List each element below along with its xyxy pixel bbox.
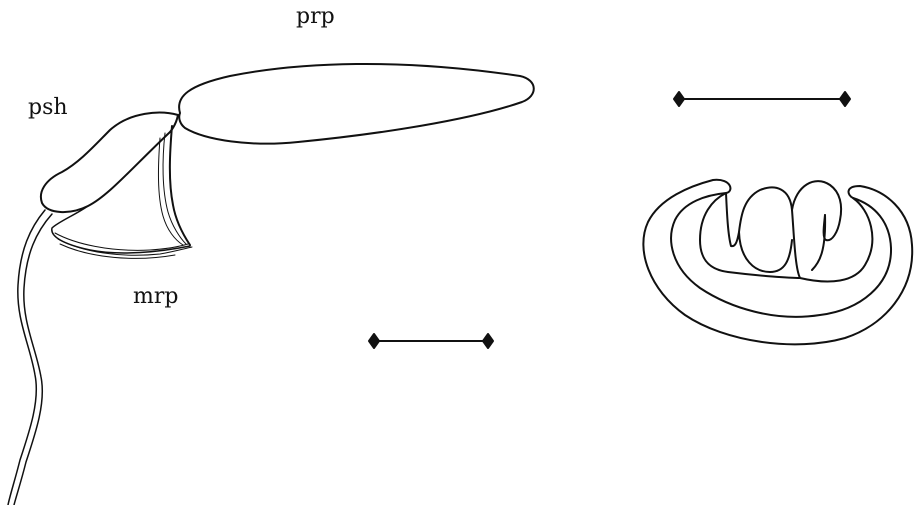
cross-section-right-lobe xyxy=(791,180,843,242)
psh-outline xyxy=(40,111,179,213)
label-mrp: mrp xyxy=(133,284,179,309)
duct-line-outer xyxy=(7,209,46,506)
mrp-fold-2 xyxy=(57,238,193,256)
scale-bar-right-left-tip xyxy=(673,91,685,107)
scale-bar-center-right-tip xyxy=(482,333,494,349)
cross-section-right-lobe-inner xyxy=(811,214,827,271)
connector-outline xyxy=(168,125,191,246)
prp-outline xyxy=(178,62,535,145)
connector-inner-line xyxy=(162,132,187,245)
mrp-fold-1 xyxy=(54,232,189,251)
connector-inner-line-2 xyxy=(157,137,184,246)
cross-section-middle-lobe xyxy=(738,231,793,273)
cross-section-inner xyxy=(699,186,874,283)
mrp-fold-3 xyxy=(59,243,176,259)
label-psh: psh xyxy=(28,95,68,120)
duct-line-inner xyxy=(13,213,53,506)
scale-bar-center-left-tip xyxy=(368,333,380,349)
scale-bar-right-right-tip xyxy=(839,91,851,107)
cross-section-outer xyxy=(642,178,914,346)
label-prp: prp xyxy=(296,4,335,29)
